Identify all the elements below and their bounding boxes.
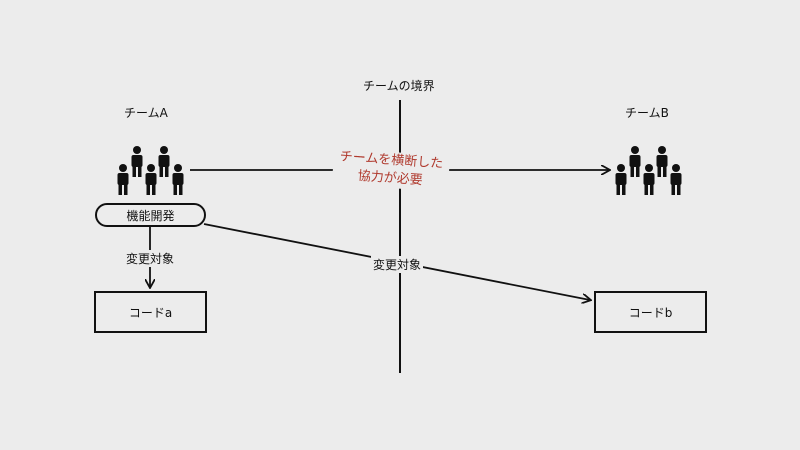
code-a-node[interactable]: コードa: [94, 291, 207, 333]
edge-label-code-b: 変更対象: [371, 256, 424, 273]
team-b-people-icon: [615, 146, 682, 195]
team-a-people-icon: [117, 146, 184, 195]
code-b-node[interactable]: コードb: [594, 291, 707, 333]
team-a-label: チームA: [124, 106, 168, 120]
edge-label-code-a: 変更対象: [124, 250, 177, 267]
team-b-label: チームB: [625, 106, 669, 120]
boundary-label: チームの境界: [363, 79, 435, 93]
feature-development-node[interactable]: 機能開発: [95, 203, 206, 227]
